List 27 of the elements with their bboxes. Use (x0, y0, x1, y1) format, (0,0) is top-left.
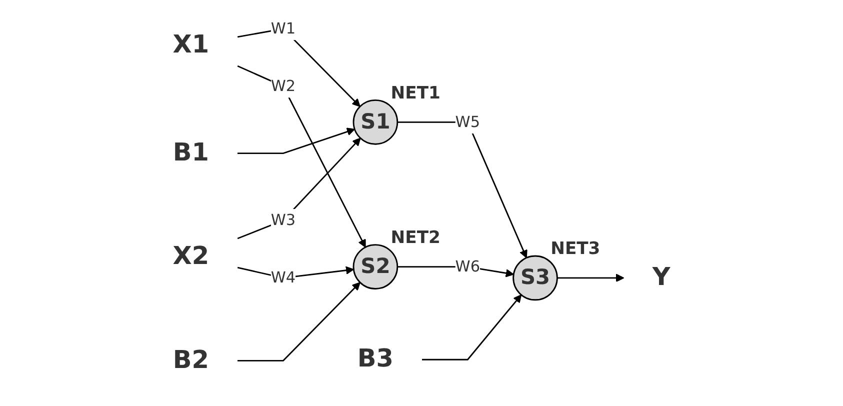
edge-label: W2 (270, 76, 296, 95)
arrow (237, 28, 360, 107)
node-text: X1 (172, 30, 210, 60)
node-text: Y (652, 263, 670, 292)
node-text: B1 (172, 138, 209, 168)
network-diagram: W1 W2 W3 W4 W5 W6 X1 X2 S1 NET1 S2 NET2 S3 NET3 Y B1 B2 B3 (4, 3, 839, 403)
arrow (557, 274, 624, 282)
arrow (397, 121, 528, 258)
arrow (237, 65, 366, 248)
edge-label: W6 (455, 257, 480, 276)
edge-label: W1 (270, 19, 296, 38)
edge-label: W4 (270, 268, 296, 286)
node-circle (352, 100, 398, 145)
node-caption: NET2 (390, 228, 440, 248)
node-circle (512, 255, 558, 301)
arrow (237, 282, 360, 362)
node-text: B3 (357, 344, 394, 374)
edge-label: W5 (455, 112, 480, 131)
node-caption: NET3 (550, 239, 600, 260)
arrow (422, 294, 522, 360)
node-text: B2 (172, 346, 209, 374)
node-caption: NET1 (390, 83, 440, 104)
arrow (237, 138, 361, 240)
node-text: X2 (172, 242, 210, 271)
node-circle (352, 244, 398, 290)
arrow (237, 128, 356, 154)
edge-label: W3 (270, 210, 296, 229)
